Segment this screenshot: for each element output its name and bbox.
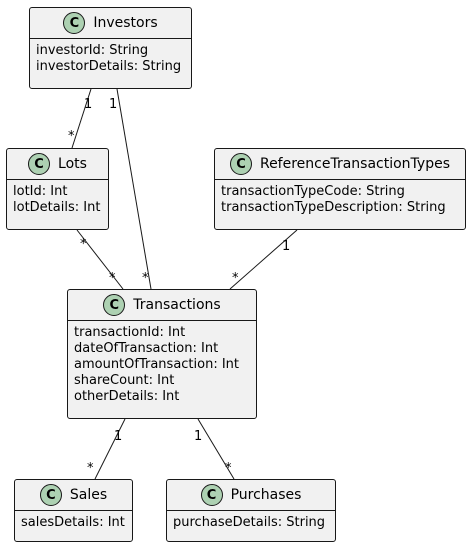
attribute: otherDetails: Int: [74, 389, 180, 404]
attribute: investorDetails: String: [36, 59, 182, 74]
relation-transactions-sales: [94, 418, 126, 480]
multiplicity-label: *: [142, 271, 149, 286]
class-header: C Sales: [15, 480, 132, 511]
attribute: dateOfTransaction: Int: [74, 341, 219, 356]
class-sales: C Sales salesDetails: Int: [14, 479, 133, 542]
class-badge-icon: C: [103, 294, 126, 316]
class-name: Transactions: [133, 297, 221, 313]
attribute: salesDetails: Int: [21, 515, 125, 530]
relation-lots-transactions: [76, 229, 124, 290]
class-header: C Investors: [30, 8, 191, 39]
attribute: lotId: Int: [13, 184, 68, 199]
attribute: lotDetails: Int: [13, 200, 101, 215]
class-badge-icon: C: [39, 484, 62, 506]
multiplicity-label: *: [68, 129, 75, 144]
class-name: Purchases: [230, 487, 302, 503]
relation-transactions-purchases: [197, 418, 235, 480]
class-attributes: transactionId: Int dateOfTransaction: In…: [68, 321, 256, 411]
multiplicity-label: *: [87, 461, 94, 476]
class-header: C Transactions: [68, 290, 256, 321]
class-attributes: purchaseDetails: String: [167, 511, 335, 537]
multiplicity-label: *: [232, 271, 239, 286]
class-header: C ReferenceTransactionTypes: [215, 149, 465, 180]
multiplicity-label: 1: [194, 429, 202, 444]
class-header: C Purchases: [167, 480, 335, 511]
class-attributes: transactionTypeCode: String transactionT…: [215, 180, 465, 222]
attribute: transactionId: Int: [74, 325, 186, 340]
attribute: investorId: String: [36, 43, 149, 58]
class-name: Investors: [93, 15, 158, 31]
class-badge-icon: C: [229, 153, 252, 175]
class-referencetransactiontypes: C ReferenceTransactionTypes transactionT…: [214, 148, 466, 230]
relation-investors-transactions: [116, 88, 152, 290]
attribute: transactionTypeCode: String: [221, 184, 405, 199]
class-attributes: lotId: Int lotDetails: Int: [7, 180, 108, 222]
class-attributes: investorId: String investorDetails: Stri…: [30, 39, 191, 81]
attribute: transactionTypeDescription: String: [221, 200, 446, 215]
attribute: amountOfTransaction: Int: [74, 357, 240, 372]
class-header: C Lots: [7, 149, 108, 180]
relation-reftypes-transactions: [229, 229, 298, 290]
multiplicity-label: *: [80, 237, 87, 252]
class-name: ReferenceTransactionTypes: [259, 156, 451, 172]
class-badge-icon: C: [28, 153, 51, 175]
class-attributes: salesDetails: Int: [15, 511, 132, 537]
multiplicity-label: 1: [282, 239, 290, 254]
class-name: Lots: [58, 156, 87, 172]
multiplicity-label: *: [109, 271, 116, 286]
class-purchases: C Purchases purchaseDetails: String: [166, 479, 336, 542]
multiplicity-label: *: [225, 461, 232, 476]
relation-investors-lots: [71, 88, 92, 149]
multiplicity-label: 1: [114, 429, 122, 444]
class-badge-icon: C: [200, 484, 223, 506]
class-investors: C Investors investorId: String investorD…: [29, 7, 192, 89]
class-lots: C Lots lotId: Int lotDetails: Int: [6, 148, 109, 230]
multiplicity-label: 1: [109, 97, 117, 112]
multiplicity-label: 1: [84, 97, 92, 112]
class-name: Sales: [69, 487, 108, 503]
attribute: shareCount: Int: [74, 373, 175, 388]
class-badge-icon: C: [63, 12, 86, 34]
attribute: purchaseDetails: String: [173, 515, 326, 530]
class-transactions: C Transactions transactionId: Int dateOf…: [67, 289, 257, 419]
